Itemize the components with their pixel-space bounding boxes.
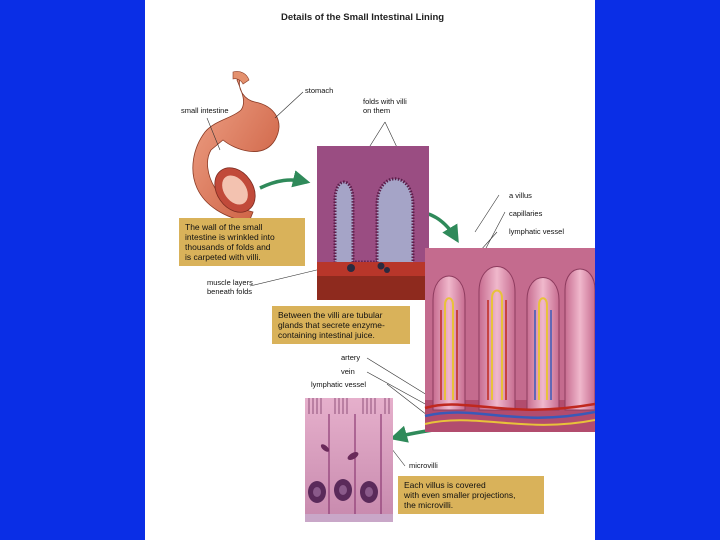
microvilli-panel [305, 398, 393, 522]
label-muscle-line-2: beneath folds [207, 287, 253, 296]
label-lymphatic-vessel-top: lymphatic vessel [509, 227, 565, 236]
stomach-drawing [192, 71, 280, 223]
caption-wall: The wall of the small intestine is wrink… [179, 218, 305, 266]
label-folds-with-villi: folds with villi on them [363, 97, 407, 115]
caption-wall-line-1: The wall of the small [185, 222, 263, 232]
caption-glands-line-1: Between the villi are tubular [278, 310, 383, 320]
label-artery: artery [341, 353, 361, 362]
label-microvilli: microvilli [409, 461, 438, 470]
caption-glands-line-2: glands that secrete enzyme- [278, 320, 385, 330]
label-folds-line-1: folds with villi [363, 97, 407, 106]
folds-panel [317, 146, 429, 300]
label-muscle-layers: muscle layers beneath folds [207, 278, 253, 296]
label-stomach: stomach [305, 86, 334, 95]
label-vein: vein [341, 367, 355, 376]
figure-page: Details of the Small Intestinal Lining [145, 0, 595, 540]
caption-wall-line-3: thousands of folds and [185, 242, 271, 252]
caption-glands-line-3: containing intestinal juice. [278, 330, 375, 340]
label-folds-line-2: on them [363, 106, 391, 115]
label-lymphatic-vessel-bottom: lymphatic vessel [311, 380, 367, 389]
label-a-villus: a villus [509, 191, 532, 200]
caption-microvilli-line-1: Each villus is covered [404, 480, 486, 490]
villi-panel [424, 248, 595, 432]
caption-microvilli: Each villus is covered with even smaller… [398, 476, 544, 514]
caption-microvilli-line-3: the microvilli. [404, 500, 454, 510]
label-muscle-line-1: muscle layers [207, 278, 253, 287]
caption-wall-line-2: intestine is wrinkled into [185, 232, 275, 242]
caption-glands: Between the villi are tubular glands tha… [272, 306, 410, 344]
label-capillaries: capillaries [509, 209, 543, 218]
caption-microvilli-line-2: with even smaller projections, [404, 490, 516, 500]
figure-title: Details of the Small Intestinal Lining [281, 12, 445, 23]
caption-wall-line-4: is carpeted with villi. [185, 252, 261, 262]
label-small-intestine: small intestine [181, 106, 229, 115]
leader-lines [206, 91, 506, 467]
illustration [192, 71, 595, 522]
